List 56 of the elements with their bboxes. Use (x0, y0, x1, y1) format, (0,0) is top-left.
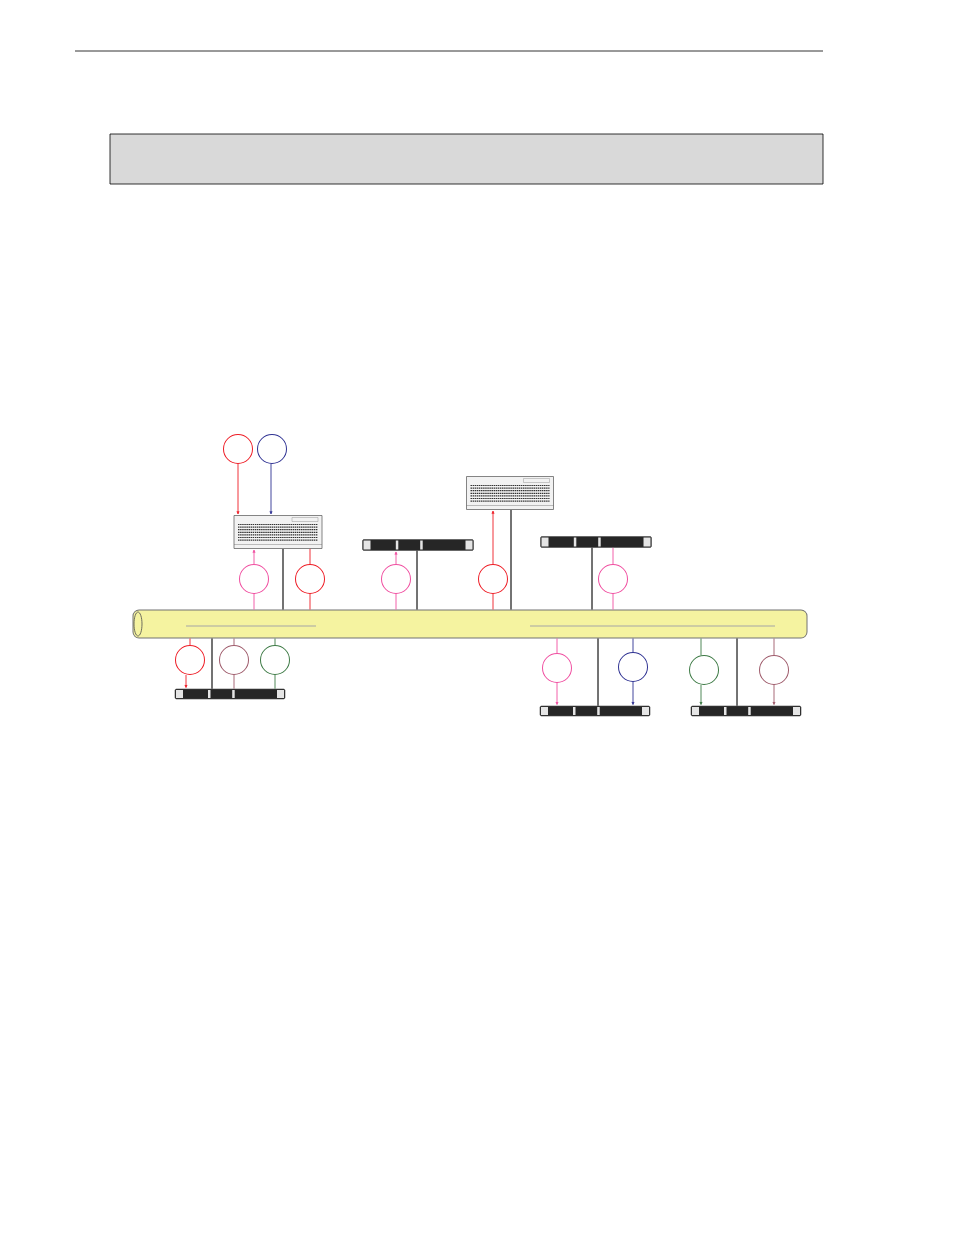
connector-line (631, 681, 635, 705)
connector-line (772, 684, 776, 705)
connector-line (597, 637, 599, 707)
connector-line (632, 638, 634, 653)
switch-drawing (466, 476, 554, 510)
connector-line (269, 463, 273, 515)
rack-unit-drawing (540, 536, 652, 548)
circle-symbol (239, 564, 269, 594)
connector-line (189, 638, 191, 646)
connector-line (556, 638, 558, 654)
connector-line (211, 637, 213, 690)
banner-box (109, 133, 824, 185)
connector-line (233, 674, 235, 690)
switch-drawing (233, 515, 323, 549)
circle-symbol (381, 564, 411, 594)
connector-line (492, 593, 494, 610)
connector-line (309, 593, 311, 610)
rack-unit-drawing (539, 705, 651, 717)
circle-symbol (759, 655, 789, 685)
connector-line (233, 638, 235, 646)
rack-unit-drawing (174, 688, 286, 700)
connector-line (736, 637, 738, 707)
circle-symbol (598, 564, 628, 594)
connector-line (309, 548, 311, 565)
pipe-drawing (132, 609, 808, 639)
connector-line (555, 682, 559, 705)
circle-symbol (257, 434, 287, 464)
connector-line (236, 463, 240, 515)
rack-unit-drawing (690, 705, 802, 717)
connector-line (510, 509, 512, 611)
rack-unit-drawing (362, 539, 474, 551)
circle-symbol (542, 653, 572, 683)
connector-line (274, 638, 276, 646)
circle-symbol (295, 564, 325, 594)
connector-line (491, 510, 495, 565)
circle-symbol (219, 645, 249, 675)
connector-line (394, 551, 398, 565)
connector-line (395, 593, 397, 610)
connector-line (700, 638, 702, 656)
circle-symbol (260, 645, 290, 675)
connector-line (282, 548, 284, 611)
connector-line (699, 684, 703, 705)
circle-symbol (175, 645, 205, 675)
circle-symbol (618, 652, 648, 682)
connector-line (773, 638, 775, 656)
connector-line (253, 593, 255, 610)
circle-symbol (689, 655, 719, 685)
connector-line (416, 550, 418, 611)
connector-line (612, 547, 614, 565)
circle-symbol (223, 434, 253, 464)
connector-line (274, 674, 276, 690)
connector-line (252, 549, 256, 565)
connector-line (612, 593, 614, 610)
circle-symbol (478, 564, 508, 594)
connector-line (591, 547, 593, 611)
connector-line (184, 674, 188, 688)
